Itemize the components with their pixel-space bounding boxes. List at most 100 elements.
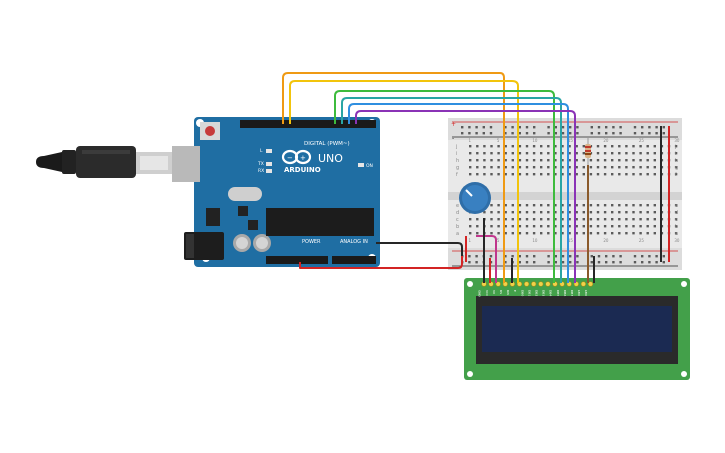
rail-hole[interactable] [662,255,665,258]
breadboard-hole[interactable] [469,232,472,235]
breadboard-hole[interactable] [632,218,635,221]
breadboard-hole[interactable] [582,204,585,207]
resistor[interactable] [585,138,591,165]
breadboard-hole[interactable] [518,166,522,169]
breadboard-hole[interactable] [540,232,543,235]
breadboard-hole[interactable] [639,166,642,169]
breadboard-hole[interactable] [547,152,550,155]
breadboard-hole[interactable] [540,211,543,214]
rail-hole[interactable] [504,126,507,129]
breadboard-hole[interactable] [518,232,522,235]
breadboard-hole[interactable] [611,218,614,221]
breadboard-hole[interactable] [532,218,536,221]
breadboard-hole[interactable] [525,211,529,214]
rail-hole[interactable] [489,255,493,258]
rail-hole[interactable] [569,261,572,264]
rail-hole[interactable] [648,126,651,129]
breadboard-hole[interactable] [568,211,571,214]
breadboard-hole[interactable] [603,173,607,176]
breadboard-hole[interactable] [561,145,564,148]
breadboard-hole[interactable] [618,204,621,207]
breadboard-hole[interactable] [568,232,571,235]
breadboard-hole[interactable] [554,145,557,148]
rail-hole[interactable] [533,255,536,258]
rail-hole[interactable] [461,132,464,135]
rail-hole[interactable] [619,255,622,258]
breadboard-hole[interactable] [547,232,550,235]
rail-hole[interactable] [612,126,615,129]
rail-hole[interactable] [475,255,478,258]
breadboard-hole[interactable] [646,211,649,214]
rail-hole[interactable] [662,126,665,129]
breadboard-hole[interactable] [618,225,621,228]
breadboard-hole[interactable] [575,225,578,228]
breadboard-hole[interactable] [611,232,614,235]
rail-hole[interactable] [518,126,521,129]
breadboard-hole[interactable] [625,152,628,155]
breadboard-hole[interactable] [611,159,614,162]
rail-hole[interactable] [461,126,464,129]
breadboard-hole[interactable] [525,145,529,148]
rail-hole[interactable] [468,261,471,264]
breadboard-hole[interactable] [632,152,635,155]
rail-hole[interactable] [590,132,593,135]
breadboard-hole[interactable] [611,204,614,207]
reset-button[interactable] [200,122,220,140]
lcd-pin[interactable] [523,281,530,287]
breadboard-hole[interactable] [547,211,550,214]
breadboard-hole[interactable] [589,173,593,176]
breadboard-hole[interactable] [511,166,514,169]
arduino-uno-board[interactable]: − + ARDUINO UNO DIGITAL (PWM~) POWER ANA… [172,117,380,267]
rail-hole[interactable] [561,132,565,135]
rail-hole[interactable] [605,261,608,264]
rail-hole[interactable] [518,261,521,264]
breadboard-hole[interactable] [554,232,557,235]
breadboard-hole[interactable] [646,159,649,162]
rail-hole[interactable] [612,132,615,135]
breadboard-hole[interactable] [490,211,493,214]
breadboard-hole[interactable] [639,173,642,176]
breadboard-hole[interactable] [589,166,593,169]
breadboard-hole[interactable] [504,152,507,155]
breadboard-hole[interactable] [618,173,621,176]
breadboard-hole[interactable] [653,204,656,207]
rail-hole[interactable] [533,132,536,135]
breadboard-hole[interactable] [518,225,522,228]
power-header[interactable] [266,256,328,264]
breadboard-hole[interactable] [632,145,635,148]
breadboard-hole[interactable] [554,166,557,169]
breadboard-hole[interactable] [547,145,550,148]
rail-hole[interactable] [612,255,615,258]
breadboard-hole[interactable] [469,218,472,221]
breadboard-hole[interactable] [532,166,536,169]
breadboard-hole[interactable] [476,159,479,162]
breadboard-hole[interactable] [561,166,564,169]
breadboard-hole[interactable] [469,145,472,148]
breadboard-hole[interactable] [625,211,628,214]
digital-header[interactable] [240,120,376,128]
rail-hole[interactable] [655,261,658,264]
breadboard-hole[interactable] [518,152,522,155]
breadboard-hole[interactable] [483,173,486,176]
rail-hole[interactable] [518,132,521,135]
rail-hole[interactable] [504,261,507,264]
breadboard-hole[interactable] [618,232,621,235]
breadboard-hole[interactable] [582,232,585,235]
breadboard-hole[interactable] [639,204,642,207]
rail-hole[interactable] [597,132,601,135]
breadboard-hole[interactable] [596,218,600,221]
breadboard-hole[interactable] [603,218,607,221]
breadboard-hole[interactable] [518,145,522,148]
breadboard-hole[interactable] [554,204,557,207]
breadboard-hole[interactable] [603,159,607,162]
breadboard-hole[interactable] [497,211,500,214]
breadboard-hole[interactable] [639,232,642,235]
breadboard-hole[interactable] [469,166,472,169]
breadboard-hole[interactable] [575,173,578,176]
rail-hole[interactable] [475,261,478,264]
breadboard-hole[interactable] [575,152,578,155]
breadboard-hole[interactable] [483,145,486,148]
breadboard-hole[interactable] [504,225,507,228]
breadboard-hole[interactable] [540,218,543,221]
breadboard-hole[interactable] [582,159,585,162]
